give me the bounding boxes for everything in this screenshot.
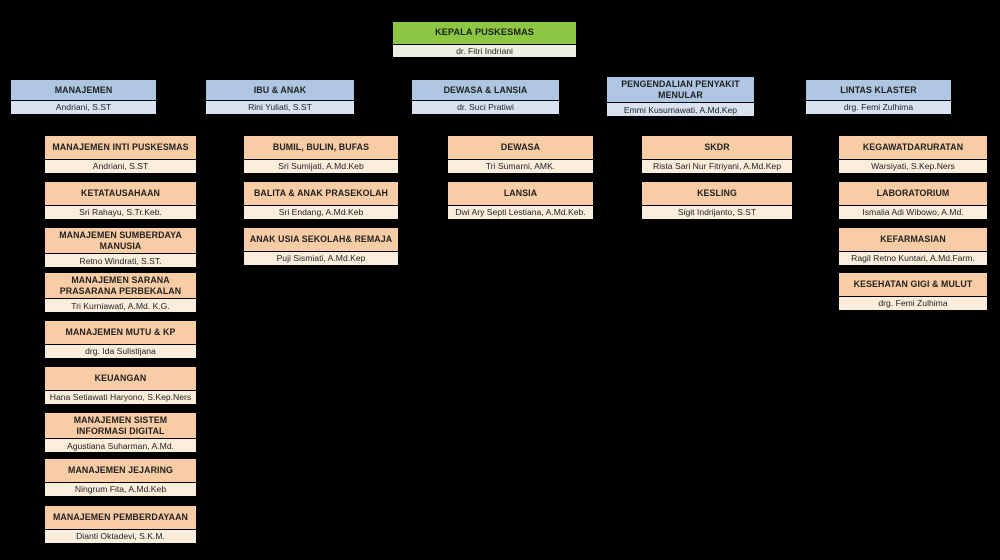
org-node-anak-usia-sekolah-remaja: ANAK USIA SEKOLAH& REMAJA Puji Sismiati,… <box>243 227 399 266</box>
node-title: LANSIA <box>448 182 593 205</box>
org-node-manajemen-pemberdayaan: MANAJEMEN PEMBERDAYAAN Dianti Oktadevi, … <box>44 505 197 544</box>
node-person: drg. Ida Sulistijana <box>45 344 196 358</box>
node-person: Puji Sismiati, A.Md.Kep <box>244 251 398 265</box>
org-node-kesehatan-gigi-mulut: KESEHATAN GIGI & MULUT drg. Femi Zulhima <box>838 272 988 311</box>
node-title: MANAJEMEN SUMBERDAYA MANUSIA <box>45 228 196 254</box>
node-person: dr. Suci Pratiwi <box>412 100 559 114</box>
org-node-kesling: KESLING Sigit Indrijanto, S.ST <box>641 181 793 220</box>
node-title: DEWASA <box>448 136 593 159</box>
node-person: Emmi Kusumawati, A.Md.Kep <box>607 102 754 117</box>
node-person: Dianti Oktadevi, S.K.M. <box>45 529 196 543</box>
node-person: Retno Windrati, S.ST. <box>45 253 196 268</box>
node-title: MANAJEMEN INTI PUSKESMAS <box>45 136 196 159</box>
org-node-manajemen-sumberdaya-manusia: MANAJEMEN SUMBERDAYA MANUSIA Retno Windr… <box>44 227 197 269</box>
org-node-lintas-klaster: LINTAS KLASTER drg. Femi Zulhima <box>805 79 952 115</box>
node-person: Sri Rahayu, S.Tr.Keb. <box>45 205 196 219</box>
org-node-ibu-anak: IBU & ANAK Rini Yuliati, S.ST <box>205 79 355 115</box>
node-title: MANAJEMEN MUTU & KP <box>45 321 196 344</box>
node-title: MANAJEMEN PEMBERDAYAAN <box>45 506 196 529</box>
node-title: IBU & ANAK <box>206 80 354 100</box>
org-node-bumil-bulin-bufas: BUMIL, BULIN, BUFAS Sri Sumijati, A.Md.K… <box>243 135 399 174</box>
node-person: Rini Yuliati, S.ST <box>206 100 354 114</box>
node-title: LABORATORIUM <box>839 182 987 205</box>
node-person: Ismalia Adi Wibowo, A.Md. <box>839 205 987 219</box>
node-title: MANAJEMEN SARANA PRASARANA PERBEKALAN <box>45 273 196 299</box>
org-node-manajemen-sarana-prasarana: MANAJEMEN SARANA PRASARANA PERBEKALAN Tr… <box>44 272 197 314</box>
node-person: drg. Femi Zulhima <box>806 100 951 114</box>
org-node-manajemen-inti-puskesmas: MANAJEMEN INTI PUSKESMAS Andriani, S.ST <box>44 135 197 174</box>
node-title: BALITA & ANAK PRASEKOLAH <box>244 182 398 205</box>
org-node-manajemen-jejaring: MANAJEMEN JEJARING Ningrum Fita, A.Md.Ke… <box>44 458 197 497</box>
org-node-lansia: LANSIA Dwi Ary Septi Lestiana, A.Md.Keb. <box>447 181 594 220</box>
org-node-manajemen-sistem-informasi-digital: MANAJEMEN SISTEM INFORMASI DIGITAL Agust… <box>44 412 197 454</box>
node-title: KESLING <box>642 182 792 205</box>
org-node-ketatausahaan: KETATAUSAHAAN Sri Rahayu, S.Tr.Keb. <box>44 181 197 220</box>
org-node-keuangan: KEUANGAN Hana Setiawati Haryono, S.Kep.N… <box>44 366 197 405</box>
org-node-balita-anak-prasekolah: BALITA & ANAK PRASEKOLAH Sri Endang, A.M… <box>243 181 399 220</box>
node-title: KEPALA PUSKESMAS <box>393 22 576 44</box>
node-title: LINTAS KLASTER <box>806 80 951 100</box>
node-person: drg. Femi Zulhima <box>839 296 987 310</box>
node-title: MANAJEMEN <box>11 80 156 100</box>
node-person: dr. Fitri Indriani <box>393 44 576 57</box>
node-title: ANAK USIA SEKOLAH& REMAJA <box>244 228 398 251</box>
org-node-manajemen: MANAJEMEN Andriani, S.ST <box>10 79 157 115</box>
node-person: Andriani, S.ST <box>11 100 156 114</box>
node-person: Ningrum Fita, A.Md.Keb <box>45 482 196 496</box>
org-node-laboratorium: LABORATORIUM Ismalia Adi Wibowo, A.Md. <box>838 181 988 220</box>
org-node-kepala-puskesmas: KEPALA PUSKESMAS dr. Fitri Indriani <box>392 21 577 58</box>
org-node-kegawatdaruratan: KEGAWATDARURATAN Warsiyati, S.Kep.Ners <box>838 135 988 174</box>
node-person: Tri Sumarni, AMK. <box>448 159 593 173</box>
node-title: BUMIL, BULIN, BUFAS <box>244 136 398 159</box>
node-person: Dwi Ary Septi Lestiana, A.Md.Keb. <box>448 205 593 219</box>
node-title: SKDR <box>642 136 792 159</box>
node-person: Andriani, S.ST <box>45 159 196 173</box>
org-node-kefarmasian: KEFARMASIAN Ragil Retno Kuntari, A.Md.Fa… <box>838 227 988 266</box>
org-node-dewasa: DEWASA Tri Sumarni, AMK. <box>447 135 594 174</box>
node-title: DEWASA & LANSIA <box>412 80 559 100</box>
node-person: Sri Endang, A.Md.Keb <box>244 205 398 219</box>
org-node-skdr: SKDR Rista Sari Nur Fitriyani, A.Md.Kep <box>641 135 793 174</box>
node-title: KETATAUSAHAAN <box>45 182 196 205</box>
node-title: MANAJEMEN JEJARING <box>45 459 196 482</box>
node-title: KEFARMASIAN <box>839 228 987 251</box>
node-person: Hana Setiawati Haryono, S.Kep.Ners <box>45 390 196 404</box>
org-node-manajemen-mutu-kp: MANAJEMEN MUTU & KP drg. Ida Sulistijana <box>44 320 197 359</box>
node-title: KEUANGAN <box>45 367 196 390</box>
node-person: Warsiyati, S.Kep.Ners <box>839 159 987 173</box>
node-person: Sri Sumijati, A.Md.Keb <box>244 159 398 173</box>
node-person: Sigit Indrijanto, S.ST <box>642 205 792 219</box>
node-person: Ragil Retno Kuntari, A.Md.Farm. <box>839 251 987 265</box>
node-person: Rista Sari Nur Fitriyani, A.Md.Kep <box>642 159 792 173</box>
org-node-dewasa-lansia: DEWASA & LANSIA dr. Suci Pratiwi <box>411 79 560 115</box>
node-person: Agustiana Suharman, A.Md. <box>45 438 196 453</box>
org-node-pengendalian-penyakit-menular: PENGENDALIAN PENYAKIT MENULAR Emmi Kusum… <box>606 76 755 118</box>
node-person: Tri Kurniawati, A.Md. K.G. <box>45 298 196 313</box>
node-title: MANAJEMEN SISTEM INFORMASI DIGITAL <box>45 413 196 439</box>
node-title: KEGAWATDARURATAN <box>839 136 987 159</box>
node-title: KESEHATAN GIGI & MULUT <box>839 273 987 296</box>
node-title: PENGENDALIAN PENYAKIT MENULAR <box>607 77 754 103</box>
